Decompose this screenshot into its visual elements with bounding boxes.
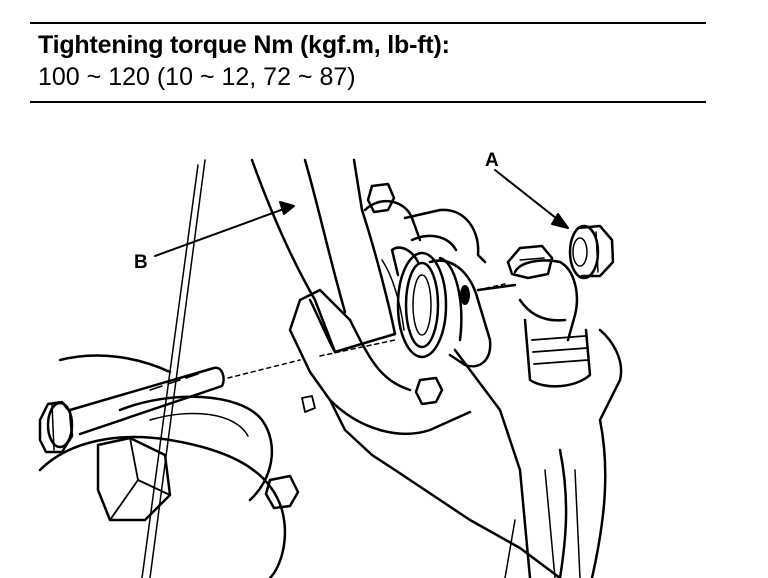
ball-joint: [476, 244, 592, 388]
header-rule-top: [30, 22, 706, 24]
suspension-assembly-illustration: A B: [38, 150, 623, 578]
long-bolt: [38, 366, 225, 454]
torque-spec-value: 100 ~ 120 (10 ~ 12, 72 ~ 87): [38, 63, 356, 91]
bolt-axis-dashed: [227, 283, 506, 379]
strut-arm-b: [250, 158, 405, 354]
torque-spec-title: Tightening torque Nm (kgf.m, lb-ft):: [38, 31, 450, 59]
leader-lines: [154, 169, 569, 257]
small-bolts: [264, 182, 444, 510]
knuckle-body: [288, 288, 623, 578]
bushing-assembly: [390, 246, 492, 368]
hub-area: [38, 354, 287, 578]
label-b: B: [134, 252, 148, 273]
large-hex-nut: [96, 436, 172, 522]
flange-nut-a: [568, 224, 615, 280]
header-rule-bottom: [30, 101, 706, 103]
label-a: A: [485, 150, 499, 171]
